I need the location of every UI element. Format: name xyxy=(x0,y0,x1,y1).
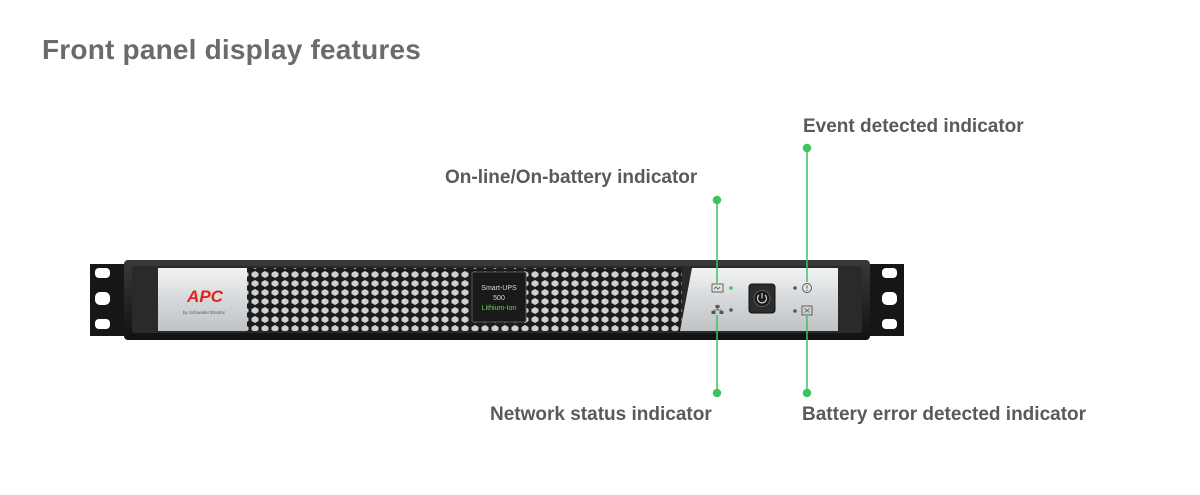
rack-ear-right xyxy=(866,264,904,336)
battery-error-icon xyxy=(801,305,813,316)
network-led xyxy=(729,308,733,312)
model-display xyxy=(471,271,527,323)
online-indicator-icon xyxy=(711,283,724,293)
logo-panel xyxy=(158,268,250,331)
network-indicator-icon xyxy=(711,305,724,314)
online-led xyxy=(729,286,733,290)
event-indicator-icon xyxy=(802,283,812,293)
power-button-icon xyxy=(756,293,768,304)
apc-logo-sub: by Schneider Electric xyxy=(183,310,226,315)
event-led xyxy=(793,286,797,290)
vent-grille xyxy=(247,268,682,331)
model-name: Smart-UPS xyxy=(481,285,517,292)
label-online-battery: On-line/On-battery indicator xyxy=(445,167,698,188)
label-network-status: Network status indicator xyxy=(490,404,712,425)
battery-error-led xyxy=(793,309,797,313)
leader-event-dot xyxy=(802,143,812,153)
page-title: Front panel display features xyxy=(42,34,422,65)
leader-battery-dot xyxy=(802,388,812,398)
leader-online-dot xyxy=(712,195,722,205)
apc-logo: APC xyxy=(186,287,224,306)
model-capacity: 500 xyxy=(493,295,505,302)
label-battery-error: Battery error detected indicator xyxy=(802,404,1087,425)
rack-ear-left xyxy=(90,264,134,336)
label-event-detected: Event detected indicator xyxy=(803,116,1024,137)
leader-network-dot xyxy=(712,388,722,398)
model-chemistry: Lithium-Ion xyxy=(482,305,517,312)
